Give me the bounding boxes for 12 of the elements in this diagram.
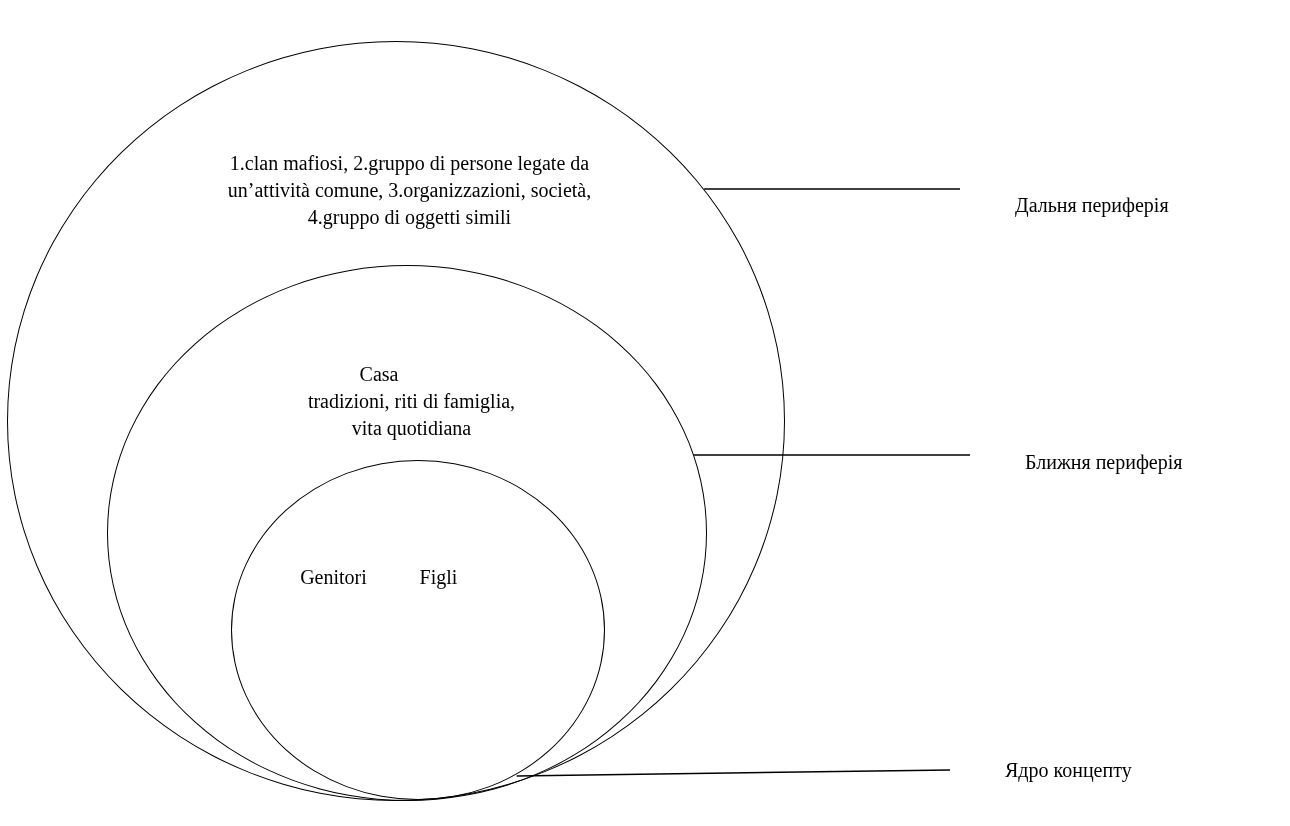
concept-circle (231, 460, 605, 800)
circle-text: Figli (418, 564, 459, 591)
circle-text: 1.clan mafiosi, 2.gruppo di persone legate da un’attività comune, 3.organizzazioni, società, 4.gruppo di oggetti simili (226, 150, 593, 231)
periphery-label: Ближня периферія (1025, 450, 1183, 474)
circle-text: tradizioni, riti di famiglia, vita quotidiana (306, 389, 517, 442)
periphery-label: Ядро концепту (1005, 758, 1132, 782)
circle-text: Casa (358, 362, 400, 387)
leader-line (693, 454, 971, 456)
periphery-label: Дальня периферія (1015, 193, 1169, 217)
leader-line (703, 188, 961, 190)
circle-text: Genitori (299, 564, 368, 590)
leader-line (515, 769, 951, 777)
